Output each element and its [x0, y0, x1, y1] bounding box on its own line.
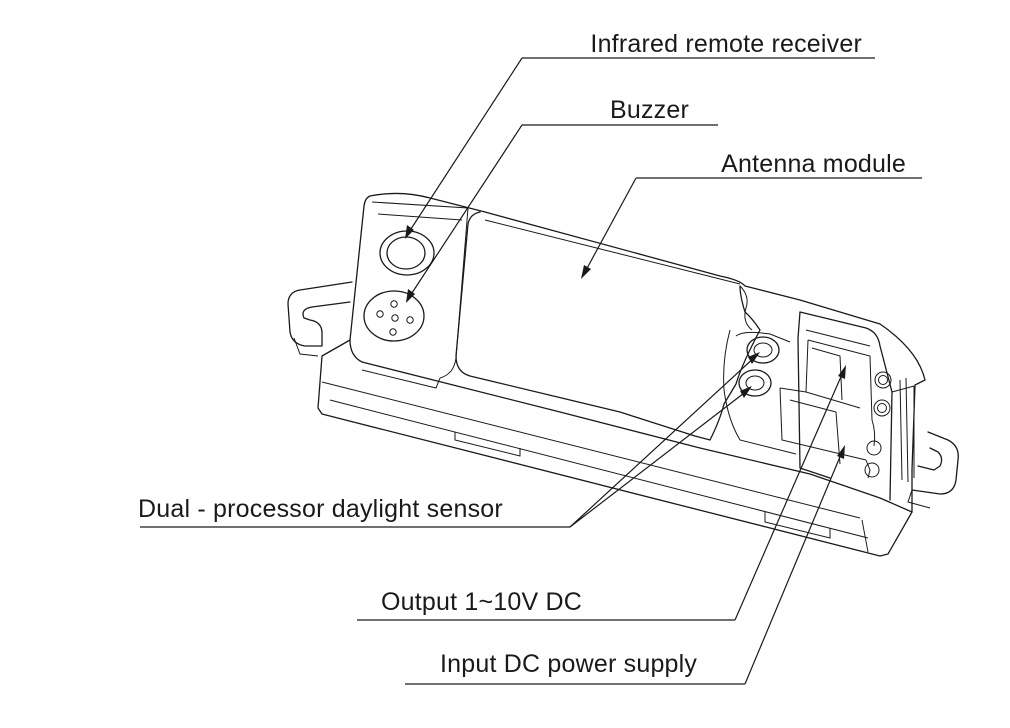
- leader-input: [405, 445, 845, 685]
- leader-daylight: [140, 352, 760, 528]
- label-input: Input DC power supply: [440, 650, 697, 678]
- device-housing: [287, 192, 959, 557]
- label-antenna-module: Antenna module: [721, 150, 906, 178]
- label-buzzer: Buzzer: [610, 96, 689, 124]
- label-output: Output 1~10V DC: [381, 588, 582, 616]
- label-infrared-remote-receiver: Infrared remote receiver: [590, 30, 862, 58]
- label-daylight-sensor: Dual - processor daylight sensor: [138, 495, 503, 523]
- infrared-receiver-lens: [379, 230, 435, 276]
- leader-buzzer: [406, 124, 718, 303]
- buzzer-grille: [363, 290, 425, 342]
- daylight-sensor-pair: [738, 336, 780, 397]
- leader-infrared: [405, 57, 875, 239]
- leader-antenna: [581, 177, 922, 279]
- leader-output: [357, 365, 846, 621]
